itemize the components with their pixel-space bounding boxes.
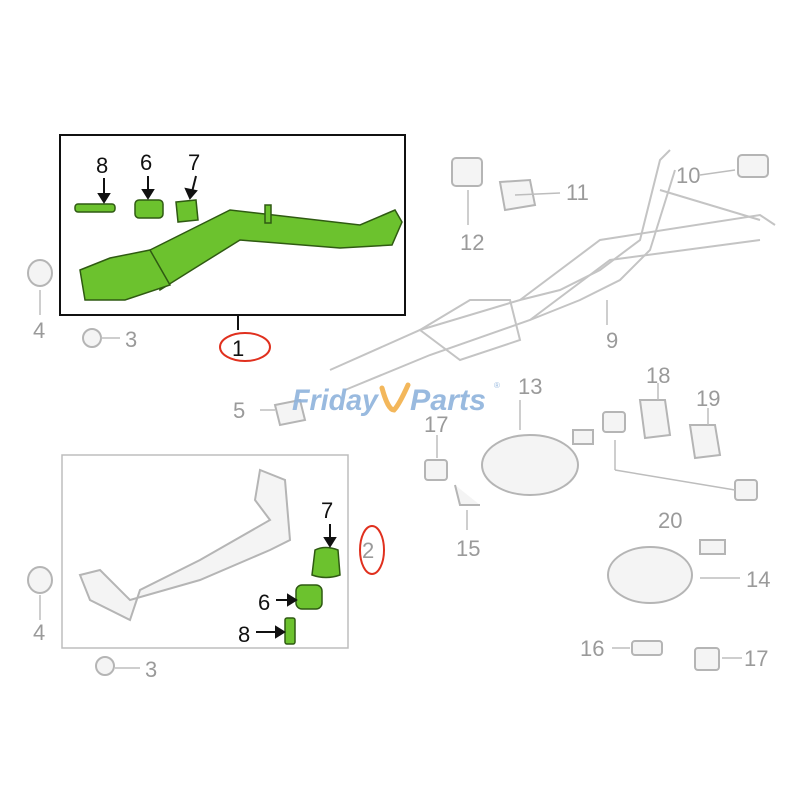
assembly-2-box xyxy=(61,454,349,649)
callout-8: 8 xyxy=(238,622,250,647)
label-17: 17 xyxy=(744,646,768,671)
catalytic-converter-1-green[interactable] xyxy=(79,204,403,301)
label-12: 12 xyxy=(460,230,484,255)
label-4: 4 xyxy=(33,318,45,343)
label-17: 17 xyxy=(424,412,448,437)
label-9: 9 xyxy=(606,328,618,353)
callout-ring-1 xyxy=(219,332,271,362)
label-18: 18 xyxy=(646,363,670,388)
label-5: 5 xyxy=(233,398,245,423)
assembly-1-box xyxy=(59,134,406,316)
fridayparts-watermark-logo: Friday Parts ® xyxy=(292,381,500,417)
label-13: 13 xyxy=(518,374,542,399)
callout-ring-2 xyxy=(359,525,385,575)
watermark-swoosh-icon xyxy=(379,382,411,413)
callout-7: 7 xyxy=(321,498,333,523)
label-3: 3 xyxy=(125,327,137,352)
assembly-label-2[interactable]: 2 xyxy=(362,538,374,563)
label-10: 10 xyxy=(676,163,700,188)
label-3: 3 xyxy=(145,657,157,682)
callout-arrows-bottom xyxy=(256,524,337,639)
watermark-registered: ® xyxy=(494,381,500,390)
label-4: 4 xyxy=(33,620,45,645)
faded-leader-lines xyxy=(39,169,742,669)
callout-8: 8 xyxy=(96,153,108,178)
faded-small-parts xyxy=(27,154,769,676)
callout-arrows-top xyxy=(97,175,198,204)
green-small-parts-top[interactable] xyxy=(74,199,199,223)
green-small-parts-bottom[interactable] xyxy=(284,546,341,645)
exhaust-pipe-assembly-faded xyxy=(329,149,776,391)
label-15: 15 xyxy=(456,536,480,561)
callout-6: 6 xyxy=(140,150,152,175)
assembly-label-1[interactable]: 1 xyxy=(232,336,244,361)
callout-7: 7 xyxy=(188,150,200,175)
label-20: 20 xyxy=(658,508,682,533)
callout-6: 6 xyxy=(258,590,270,615)
label-16: 16 xyxy=(580,636,604,661)
watermark-left: Friday xyxy=(292,384,379,417)
watermark-right: Parts xyxy=(410,384,486,417)
label-19: 19 xyxy=(696,386,720,411)
label-14: 14 xyxy=(746,567,770,592)
label-11: 11 xyxy=(566,180,589,205)
